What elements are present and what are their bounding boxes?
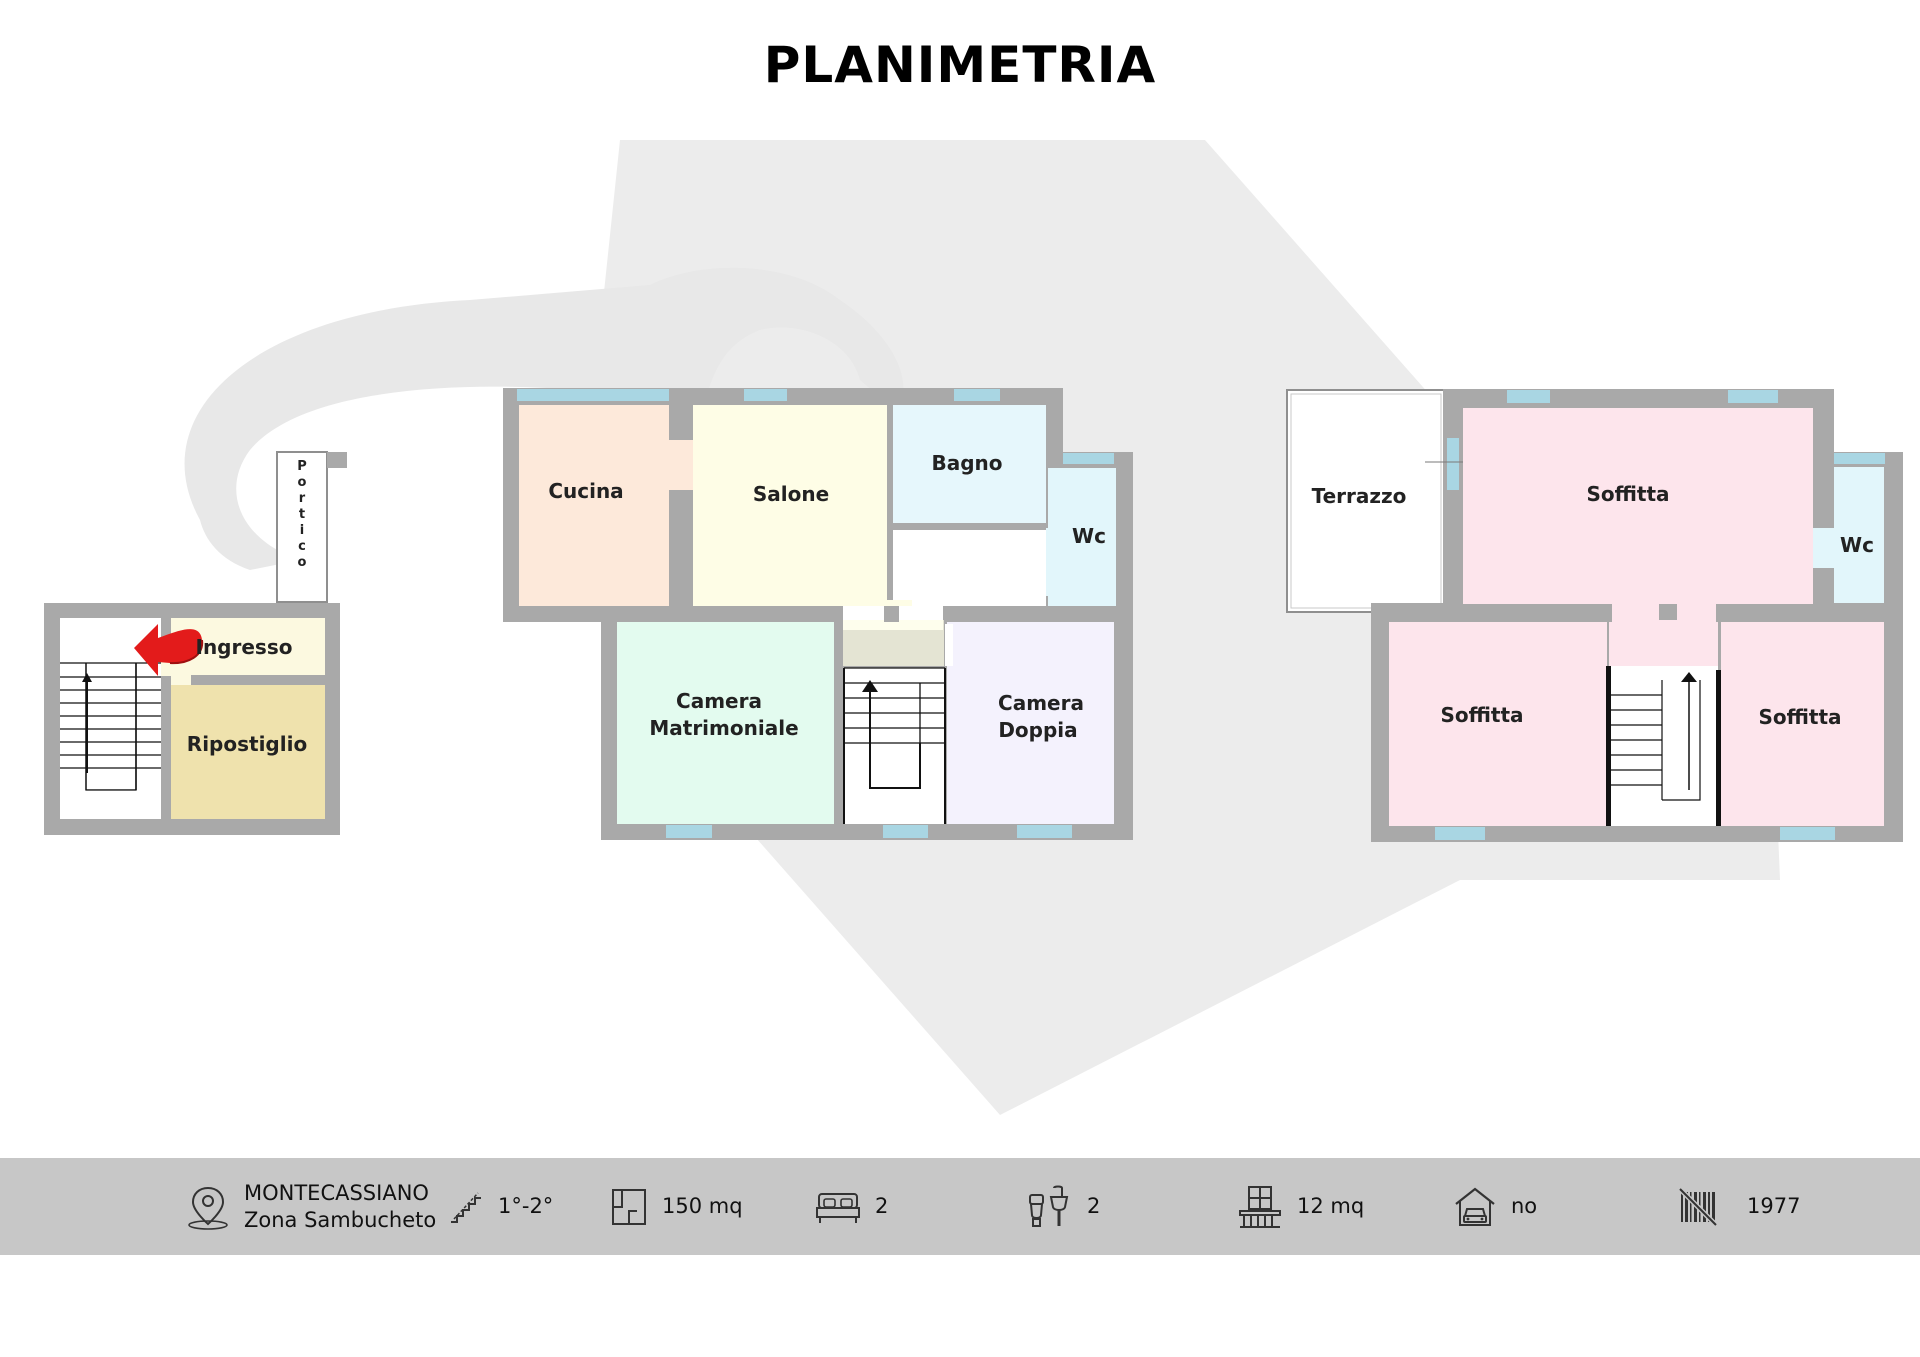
room-soffitta-left — [1389, 622, 1607, 826]
bathrooms-value: 2 — [1087, 1194, 1101, 1218]
room-label-camera-matrimoniale-1: Camera — [676, 689, 762, 713]
info-location: MONTECASSIANO Zona Sambucheto — [186, 1158, 436, 1255]
room-label-soffitta-top: Soffitta — [1586, 482, 1669, 506]
room-bagno — [893, 405, 1046, 523]
portico-letter-c: c — [298, 539, 306, 554]
window — [1507, 390, 1550, 403]
second-floor: Terrazzo Soffitta Wc Soffitta Soffitta — [1286, 389, 1903, 842]
window — [883, 825, 928, 838]
page-title: PLANIMETRIA — [763, 36, 1157, 94]
area-value: 150 mq — [662, 1194, 743, 1218]
room-label-camera-doppia-2: Doppia — [998, 718, 1077, 742]
corridor — [893, 530, 1046, 606]
portico-area — [276, 451, 328, 603]
floor-plan: P o r t i c o I — [44, 140, 1903, 1115]
room-ripostiglio — [171, 685, 325, 819]
room-label-camera-matrimoniale-2: Matrimoniale — [649, 716, 798, 740]
window — [954, 389, 1000, 401]
room-label-soffitta-right: Soffitta — [1758, 705, 1841, 729]
room-camera-doppia — [947, 622, 1114, 824]
toilet-icon — [1029, 1185, 1069, 1227]
room-label-soffitta-left: Soffitta — [1440, 703, 1523, 727]
room-label-salone: Salone — [753, 482, 829, 506]
bed-icon — [816, 1192, 860, 1223]
window — [1447, 438, 1459, 490]
window — [744, 389, 787, 401]
window — [1063, 453, 1114, 464]
room-terrazzo — [1286, 389, 1446, 613]
bedrooms-value: 2 — [875, 1194, 889, 1218]
window — [1780, 827, 1835, 840]
window — [666, 825, 712, 838]
watermark-logo — [184, 140, 1780, 1115]
first-floor: Cucina Salone Bagno Wc Camera Matrimonia… — [503, 388, 1133, 840]
floor-plan-icon — [612, 1188, 646, 1225]
stairs-second — [1609, 680, 1701, 801]
location-city: MONTECASSIANO — [244, 1180, 429, 1205]
room-salone — [693, 405, 887, 606]
room-soffitta-right — [1721, 622, 1884, 826]
info-floor: 1°-2° — [448, 1158, 553, 1255]
room-camera-matrimoniale — [617, 622, 834, 824]
info-bedrooms: 2 — [815, 1158, 888, 1255]
property-info-bar: MONTECASSIANO Zona Sambucheto 1°-2° 150 … — [0, 1158, 1920, 1255]
room-label-portico: P — [297, 459, 307, 474]
room-label-terrazzo: Terrazzo — [1312, 484, 1407, 508]
room-wc-first — [1048, 468, 1116, 606]
room-cucina — [519, 405, 669, 606]
ground-floor: P o r t i c o I — [44, 451, 347, 835]
garage-value: no — [1511, 1194, 1538, 1218]
portico-letter-o: o — [298, 475, 307, 490]
room-wc-second — [1834, 467, 1884, 603]
portico-letter-r: r — [299, 491, 306, 506]
map-pin-icon — [188, 1186, 228, 1230]
stair-second — [1609, 666, 1718, 826]
room-label-camera-doppia-1: Camera — [998, 691, 1084, 715]
info-area: 150 mq — [610, 1158, 743, 1255]
room-label-ripostiglio: Ripostiglio — [187, 732, 307, 756]
window — [1435, 827, 1485, 840]
stairs-icon — [451, 1191, 481, 1223]
room-label-bagno: Bagno — [931, 451, 1002, 475]
room-label-cucina: Cucina — [548, 479, 623, 503]
window — [1834, 453, 1885, 464]
balcony-icon — [1239, 1185, 1281, 1228]
portico-letter-t: t — [299, 507, 305, 522]
info-balcony: 12 mq — [1237, 1158, 1364, 1255]
entrance-arrow-icon — [134, 624, 203, 676]
portico-letter-o2: o — [298, 555, 307, 570]
window — [1017, 825, 1072, 838]
info-year: 1977 — [1677, 1158, 1800, 1255]
window — [517, 389, 669, 401]
portico-letter-i: i — [300, 523, 304, 538]
location-zone: Zona Sambucheto — [244, 1207, 437, 1232]
window — [1728, 390, 1778, 403]
barcode-icon — [1678, 1186, 1718, 1227]
room-label-wc-first: Wc — [1072, 524, 1106, 548]
room-soffitta-top — [1463, 408, 1813, 604]
room-label-wc-second: Wc — [1840, 533, 1874, 557]
garage-icon — [1455, 1187, 1495, 1226]
room-label-ingresso: Ingresso — [196, 635, 293, 659]
info-garage: no — [1453, 1158, 1537, 1255]
floor-value: 1°-2° — [498, 1194, 554, 1218]
year-value: 1977 — [1747, 1194, 1801, 1218]
balcony-value: 12 mq — [1297, 1194, 1365, 1218]
info-bathrooms: 2 — [1027, 1158, 1100, 1255]
